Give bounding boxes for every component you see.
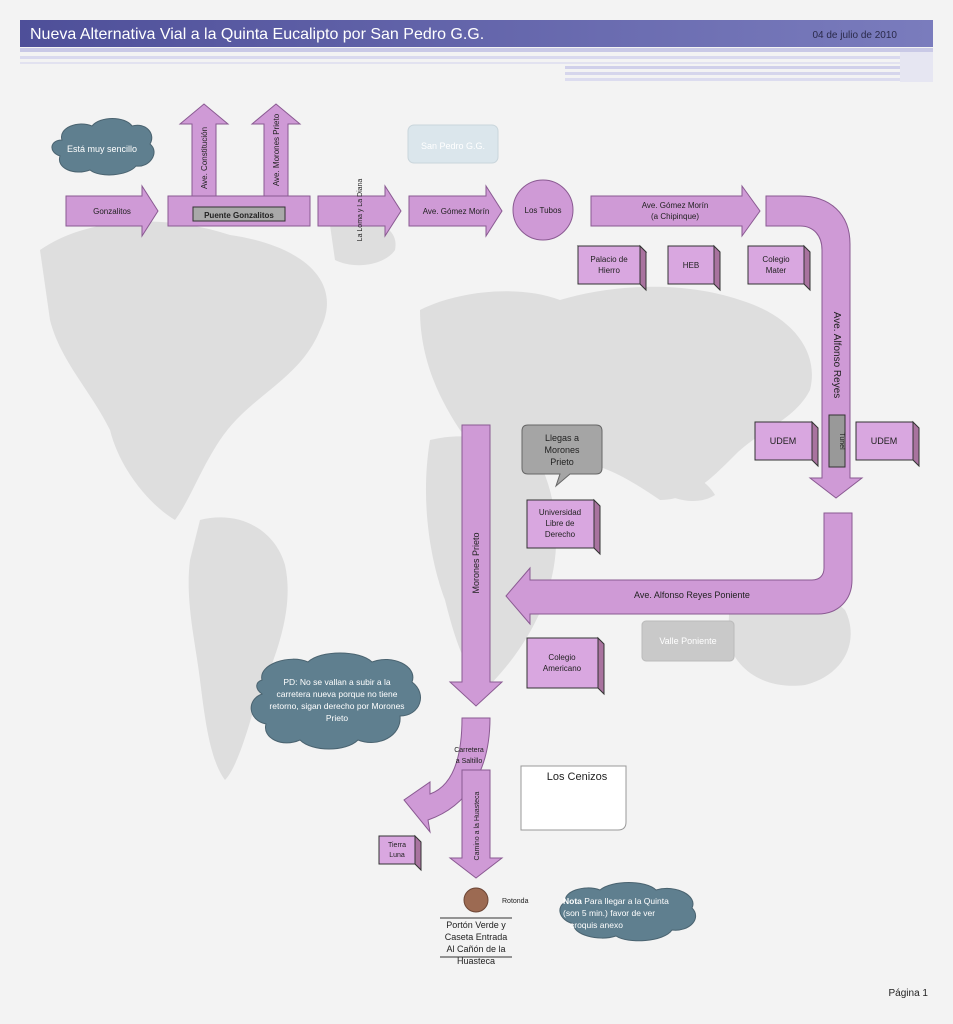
rotonda-label: Rotonda [502, 898, 529, 905]
box-label: Libre de [546, 519, 575, 528]
callout-text: (son 5 min.) favor de ver [563, 908, 655, 918]
callout-text: croquis anexo [570, 920, 623, 930]
arrow-alfonso-reyes-poniente: Ave. Alfonso Reyes Poniente [505, 512, 853, 626]
box-label: UDEM [770, 436, 797, 446]
box-universidad-libre-derecho: Universidad Libre de Derecho [526, 498, 601, 556]
header-stripe [20, 62, 933, 64]
tunel-box: Tunel [828, 414, 846, 468]
san-pedro-box: San Pedro G.G. [407, 124, 499, 164]
header-stripe [565, 66, 933, 69]
header-bar [20, 20, 933, 47]
callout-text: Morones [544, 445, 580, 455]
box-label: Colegio [548, 653, 576, 662]
box-palacio-de-hierro: Palacio de Hierro [576, 244, 648, 292]
nota-line: Para llegar a la Quinta [582, 896, 669, 906]
los-cenizos-box: Los Cenizos [520, 765, 627, 831]
world-map-background [40, 221, 851, 780]
arrow-gomez-morin-chipinque: Ave. Gómez Morín (a Chipinque) [590, 184, 761, 238]
box-udem-right: UDEM [855, 420, 920, 468]
callout-text: Prieto [550, 457, 574, 467]
arrow-camino-huasteca: Camino a la Huasteca [448, 769, 504, 879]
header-stripe [20, 48, 933, 52]
box-label: HEB [683, 261, 699, 270]
callout-text: retorno, sigan derecho por Morones [269, 701, 404, 711]
arrow-label: Ave. Constitución [200, 127, 209, 189]
porton-text: Caseta Entrada [445, 932, 508, 942]
arrow-label: Ave. Gómez Morín [642, 201, 709, 210]
page-number: Página 1 [889, 988, 929, 999]
arrow-label: Ave. Alfonso Reyes [831, 312, 842, 399]
porton-verde-label: Portón Verde y Caseta Entrada Al Cañón d… [440, 917, 512, 966]
box-label: Luna [389, 852, 405, 859]
box-label: Colegio [762, 255, 790, 264]
arrow-morones-prieto: Morones Prieto [448, 424, 504, 707]
box-label: Tunel [838, 432, 845, 450]
arrow-label: Camino a la Huasteca [474, 791, 481, 860]
callout-pd-note: PD: No se vallan a subir a la carretera … [250, 652, 422, 750]
arrow-gonzalitos: Gonzalitos [65, 184, 159, 238]
box-label: Mater [766, 266, 787, 275]
header: Nueva Alternativa Vial a la Quinta Eucal… [20, 20, 933, 82]
bridge-label: Puente Gonzalitos [204, 211, 274, 220]
box-tierra-luna: Tierra Luna [378, 834, 422, 872]
arrow-label: a Saltillo [456, 758, 483, 765]
arrow-carretera-saltillo: Carretera a Saltillo [403, 717, 491, 834]
los-tubos-circle: Los Tubos [512, 179, 574, 241]
callout-text: Está muy sencillo [67, 144, 137, 154]
header-stripe [565, 72, 933, 75]
arrow-label: Carretera [454, 747, 484, 754]
arrow-la-loma: La Loma y La Diana [317, 179, 402, 242]
box-label: Los Cenizos [547, 771, 608, 783]
box-label: San Pedro G.G. [421, 141, 485, 151]
arrow-label: (a Chipinque) [651, 212, 699, 221]
arrow-label: Gonzalitos [93, 207, 131, 216]
box-label: Palacio de [590, 255, 628, 264]
box-colegio-mater: Colegio Mater [747, 244, 811, 292]
circle-label: Los Tubos [525, 206, 562, 215]
box-label: Hierro [598, 266, 620, 275]
box-label: UDEM [871, 436, 898, 446]
header-stripe [20, 56, 933, 59]
arrow-label: Ave. Gómez Morín [423, 207, 490, 216]
box-heb: HEB [667, 244, 721, 292]
arrow-ave-gomez-morin: Ave. Gómez Morín [408, 184, 503, 238]
arrow-label: Ave. Alfonso Reyes Poniente [634, 590, 750, 600]
header-date: 04 de julio de 2010 [812, 30, 897, 41]
callout-llegas-morones-prieto: Llegas a Morones Prieto [521, 424, 603, 488]
box-label: Derecho [545, 530, 576, 539]
header-stripe [900, 52, 933, 82]
callout-esta-sencillo: Está muy sencillo [51, 118, 155, 176]
callout-text: PD: No se vallan a subir a la [283, 677, 391, 687]
callout-nota: Nota Para llegar a la Quinta (son 5 min.… [559, 882, 697, 942]
arrow-label: La Loma y La Diana [357, 179, 364, 242]
puente-gonzalitos: Puente Gonzalitos [167, 195, 311, 227]
nota-bold: Nota [563, 896, 582, 906]
box-label: Valle Poniente [659, 636, 716, 646]
page-title: Nueva Alternativa Vial a la Quinta Eucal… [30, 26, 484, 43]
box-label: Universidad [539, 508, 581, 517]
arrow-label: Ave. Morones Prieto [272, 113, 281, 186]
box-label: Americano [543, 664, 582, 673]
box-colegio-americano: Colegio Americano [526, 636, 605, 696]
callout-text: carretera nueva porque no tiene [277, 689, 398, 699]
box-label: Tierra [388, 842, 406, 849]
porton-text: Huasteca [457, 956, 495, 966]
valle-poniente-box: Valle Poniente [641, 620, 735, 662]
box-udem-left: UDEM [754, 420, 819, 468]
callout-text: Llegas a [545, 433, 579, 443]
header-stripe [565, 78, 933, 81]
porton-text: Al Cañón de la [446, 944, 505, 954]
arrow-label: Morones Prieto [471, 532, 481, 593]
callout-text: Prieto [326, 713, 348, 723]
porton-text: Portón Verde y [446, 920, 506, 930]
callout-text: Nota Para llegar a la Quinta [563, 896, 669, 906]
rotonda: Rotonda [463, 887, 529, 913]
